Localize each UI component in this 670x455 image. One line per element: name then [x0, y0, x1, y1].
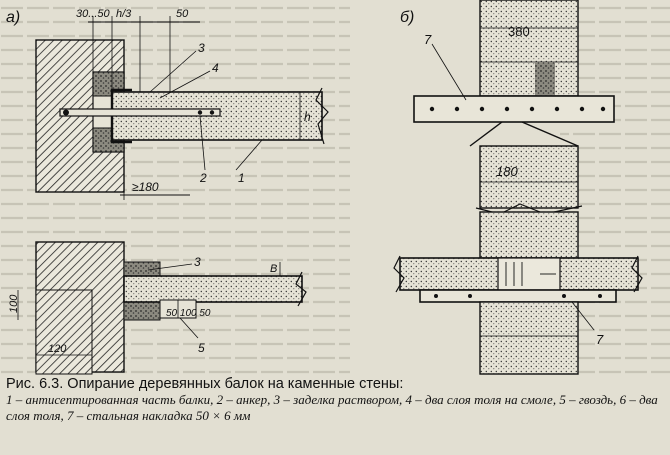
- callout-2: 2: [199, 171, 207, 185]
- panel-a-upper: 30...50 h/3 50 h ≥180 3 4 2 1 а): [6, 8, 329, 200]
- plate-holes-bottom: [434, 294, 602, 298]
- plate-holes-top: [429, 106, 606, 112]
- caption-title: Рис. 6.3. Опирание деревянных балок на к…: [6, 376, 404, 392]
- anchor-nail-3: [209, 110, 215, 115]
- callout-5: 5: [198, 341, 205, 355]
- beam-a2: [123, 275, 303, 303]
- dim-label-B: B: [270, 263, 277, 275]
- anchor-a: [59, 108, 221, 117]
- wall-a2-inset: [35, 289, 93, 375]
- dim-label-120: 120: [48, 343, 67, 355]
- column-mortar-top: [535, 62, 555, 96]
- panel-b-label: б): [400, 9, 414, 26]
- dim-label-50: 50: [176, 8, 189, 20]
- callout-3: 3: [198, 41, 205, 55]
- anchor-nail-2: [197, 110, 203, 115]
- dim-label-100: 100: [8, 294, 20, 313]
- column-upper: [479, 0, 579, 97]
- caption-legend: 1 – антисептированная часть балки, 2 – а…: [6, 392, 658, 423]
- dim-label-380: 380: [508, 24, 530, 39]
- dim-label-180-b: 180: [496, 164, 518, 179]
- dim-label-h3: h/3: [116, 8, 132, 20]
- callout-1: 1: [238, 171, 245, 185]
- anchor-nail-1: [63, 109, 69, 116]
- dim-label-h: h: [304, 110, 311, 124]
- column-middle: [479, 145, 579, 209]
- callout-4: 4: [212, 61, 219, 75]
- column-lower: [479, 211, 579, 259]
- steel-plate-bottom: [419, 289, 617, 303]
- callout-7-top: 7: [424, 32, 432, 47]
- panel-a-lower: 50 100 50 100 120 B 3 5: [8, 241, 307, 375]
- beam-break-a2: [295, 271, 307, 307]
- dim-label-gap: 30...50: [76, 8, 111, 20]
- panel-b: 380 180: [393, 0, 643, 375]
- beam-break-a: [315, 87, 329, 145]
- dim-label-seq: 50 100 50: [166, 308, 211, 319]
- callout-3-lower: 3: [194, 255, 201, 269]
- column-base: [479, 301, 579, 375]
- figure-caption: Рис. 6.3. Опирание деревянных балок на к…: [6, 376, 666, 424]
- callout-7-bottom: 7: [596, 332, 604, 347]
- panel-a-label: а): [6, 9, 20, 26]
- dim-label-180: ≥180: [132, 180, 159, 194]
